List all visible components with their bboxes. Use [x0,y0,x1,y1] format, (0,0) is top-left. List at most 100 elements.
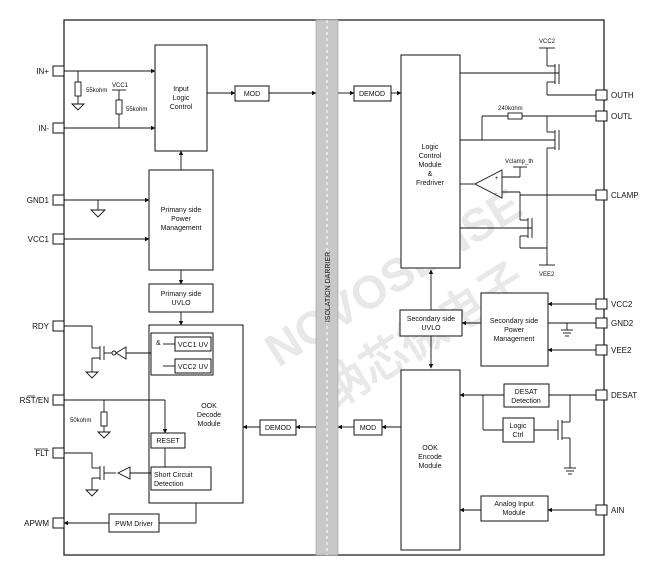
pin-label-flt: FLT [35,449,49,458]
pin-gnd1[interactable] [52,194,65,206]
desat-detection-block [503,383,550,408]
right-wiring [337,47,596,513]
pin-label-in-minus: IN- [38,124,49,133]
ook-encode-label-3: Module [419,463,442,470]
pin-label-ain: AIN [611,506,625,515]
mod-right-label: MOD [360,425,376,432]
right-pin-labels: OUTH OUTL CLAMP VCC2 GND2 VEE2 DESAT AIN [611,91,639,515]
left-wiring [63,68,317,526]
analog-input-module-block [480,495,549,522]
primary-pm-label-1: Primany side [161,207,202,214]
resistor-label-in-minus: 55kohm [126,107,147,113]
reset-label: RESET [156,438,180,445]
pin-vcc1[interactable] [52,233,65,245]
secondary-uvlo-label-1: Secondary side [407,316,455,323]
pin-label-in-plus: IN+ [36,67,49,76]
short-circuit-label-2: Detection [154,481,184,488]
op-minus-label: - [495,191,497,197]
pin-in-minus[interactable] [52,122,65,134]
pin-flt[interactable] [52,447,65,459]
pin-label-rdy: RDY [32,322,50,331]
primary-uvlo-label-2: UVLO [171,300,191,307]
pin-label-vcc1: VCC1 [28,235,50,244]
pin-vee2[interactable] [595,344,608,356]
logic-control-module-block [400,54,461,269]
demod-right-label: DEMOD [359,91,385,98]
input-logic-label-1: Input [173,86,189,93]
logic-ctrl-label-1: Logic [510,423,527,430]
pin-in-plus[interactable] [52,65,65,77]
pin-clamp[interactable] [595,189,608,201]
pin-label-gnd1: GND1 [27,196,50,205]
left-pins [52,65,65,529]
analog-input-label-1: Analog Input [494,501,533,508]
logic-control-label-1: Logic [422,144,439,151]
pin-desat[interactable] [595,389,608,401]
logic-control-label-3: Module [419,162,442,169]
primary-uvlo-block [148,283,214,313]
pin-label-apwm: APWM [24,519,49,528]
pin-ain[interactable] [595,504,608,516]
short-circuit-label-1: Short Circuit [154,472,193,479]
logic-ctrl-label-2: Ctrl [513,432,524,439]
resistor-label-in-plus: 55kohm [86,88,107,94]
ook-encode-label-2: Encode [418,454,442,461]
ook-decode-label-2: Decode [197,412,221,419]
input-logic-control-block [154,44,208,152]
pin-vcc2[interactable] [595,298,608,310]
secondary-uvlo-block [399,309,463,337]
pin-label-desat: DESAT [611,391,637,400]
reset-block [150,432,186,449]
right-pins [595,89,608,516]
primary-uvlo-label-1: Primany side [161,291,202,298]
input-logic-label-2: Logic [173,95,190,102]
resistor-240k-label: 240kohm [498,106,523,112]
pin-label-clamp: CLAMP [611,191,639,200]
pin-outl[interactable] [595,110,608,122]
desat-detection-label-1: DESAT [515,389,539,396]
primary-power-management-block [148,169,214,271]
desat-detection-label-2: Detection [511,398,541,405]
vcc2-top-label: VCC2 [539,39,556,45]
resistor-label-rst: 50kohm [70,418,91,424]
pin-rdy[interactable] [52,320,65,332]
pin-label-vcc2: VCC2 [611,300,633,309]
secondary-pm-label-3: Management [494,336,535,343]
vclamp-label: Vclamp_th [505,159,533,165]
secondary-pm-label-2: Power [504,327,525,334]
logic-control-label-2: Control [419,153,442,160]
pin-label-rst-en: RST/EN [20,396,50,405]
pin-label-outl: OUTL [611,112,633,121]
vcc2-uv-label: VCC2 UV [178,364,209,371]
short-circuit-detection-block [150,466,212,491]
pin-apwm[interactable] [52,517,65,529]
demod-left-label: DEMOD [265,425,291,432]
secondary-pm-label-1: Secondary side [490,318,538,325]
analog-input-label-2: Module [503,510,526,517]
pin-rst-en[interactable] [52,394,65,406]
primary-pm-label-3: Management [161,225,202,232]
op-plus-label: + [495,176,499,182]
ook-encode-module-block [400,369,461,551]
primary-pm-label-2: Power [171,216,192,223]
pin-outh[interactable] [595,89,608,101]
input-logic-label-3: Control [170,104,193,111]
secondary-power-management-block [480,292,549,367]
ook-encode-label-1: OOK [422,445,438,452]
secondary-uvlo-label-2: UVLO [421,325,441,332]
ook-decode-label-1: OOK [201,403,217,410]
logic-control-label-4: & [428,171,433,178]
vcc1-small-label: VCC1 [112,83,129,89]
ook-decode-label-3: Module [198,421,221,428]
left-pin-labels: IN+ IN- GND1 VCC1 RDY RST/EN FLT APWM [20,67,50,528]
pin-label-vee2: VEE2 [611,346,632,355]
isolation-label: ISOLATION DARRIER [325,252,332,322]
and-gate-symbol: & [156,340,161,347]
mod-left-label: MOD [244,91,260,98]
logic-control-label-5: Fredriver [416,180,445,187]
pin-label-outh: OUTH [611,91,634,100]
pin-gnd2[interactable] [595,317,608,329]
vcc1-uv-label: VCC1 UV [178,342,209,349]
pin-label-gnd2: GND2 [611,319,634,328]
